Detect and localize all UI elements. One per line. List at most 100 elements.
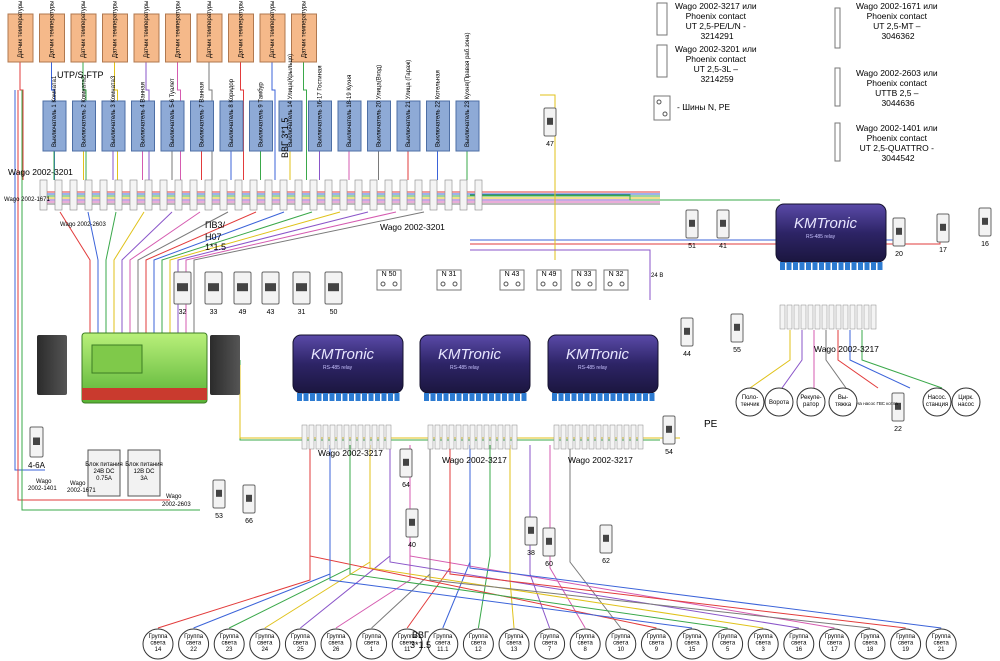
breaker-lever: [689, 219, 695, 227]
terminal-block: [434, 424, 441, 450]
kmt-terminal: [864, 262, 870, 270]
breaker-label: 51: [688, 243, 696, 250]
breaker-label: 62: [602, 558, 610, 565]
terminal-block: [219, 179, 228, 211]
breaker-17: 17: [936, 213, 950, 254]
breaker-label: 47: [546, 141, 554, 148]
sensor-box: [7, 13, 34, 63]
kmt-terminal: [303, 393, 309, 401]
group-circle: [213, 628, 245, 660]
sensor-4: Датчик температуры Туалет: [102, 0, 128, 63]
group-wire: [349, 445, 728, 629]
group-circle: [747, 628, 779, 660]
switch-label: Выключатель 16-17 Гостиная: [318, 65, 324, 147]
group-wire: [429, 445, 871, 629]
kmt-terminal: [649, 393, 655, 401]
kmt-sub: RS-485 relay: [806, 234, 836, 240]
sensor-1: Датчик температуры Комната 1: [7, 0, 34, 63]
terminal-block: [455, 424, 462, 450]
terminal-block: [324, 179, 333, 211]
terminal-block: [630, 424, 637, 450]
terminal-block: [427, 424, 434, 450]
breaker-55: 55: [730, 313, 744, 354]
load-wire: [861, 330, 943, 389]
kmt-terminal: [355, 393, 361, 401]
breaker-40: 40: [405, 508, 419, 549]
group-wire: [569, 445, 622, 629]
terminal-block: [863, 304, 870, 330]
breaker-label: 40: [408, 542, 416, 549]
plc-panel: [91, 344, 143, 374]
terminal-block: [849, 304, 856, 330]
n-box-5: N 33: [571, 269, 597, 291]
kmt-terminal: [610, 393, 616, 401]
terminal-block: [339, 179, 348, 211]
breaker-60: 60: [542, 527, 556, 568]
terminal-block: [567, 424, 574, 450]
kmt-terminal: [297, 393, 302, 401]
group-circle: [925, 628, 957, 660]
switch-label: Выключатель 4 Ванная: [141, 82, 147, 147]
group-circle: [783, 628, 815, 660]
n-box-label: N 33: [577, 271, 592, 278]
sensor-box: [259, 13, 286, 63]
terminal-block: [309, 179, 318, 211]
terminal-block: [308, 424, 315, 450]
breaker-41: 41: [716, 209, 730, 250]
switch-box: [426, 100, 450, 152]
sensor-label: Датчик температуры Коридор: [176, 0, 182, 58]
switch-box: [367, 100, 391, 152]
terminal-block: [301, 424, 308, 450]
plc-wire: [137, 211, 229, 333]
pe-label: PE: [704, 419, 718, 430]
kmt-terminal: [780, 262, 785, 270]
breaker-62: 62: [599, 524, 613, 565]
kmt-terminal: [329, 393, 335, 401]
kmt-terminal: [368, 393, 374, 401]
kmt-terminal: [845, 262, 850, 270]
kmt-terminal: [336, 393, 341, 401]
group-wire: [335, 445, 411, 629]
terminal-block: [469, 424, 476, 450]
terminal-block: [444, 179, 453, 211]
kmt-terminal: [877, 262, 883, 270]
breaker-lever: [666, 425, 672, 433]
kmt-terminal: [591, 393, 596, 401]
switch-11: Выключатель 18-19 Кухня: [337, 75, 362, 152]
switch-14: Выключатель 22 Котельная: [426, 70, 450, 152]
terminal-block: [294, 179, 303, 211]
terminal-block: [39, 179, 48, 211]
group-wire: [389, 445, 799, 629]
kmt-terminal: [394, 393, 400, 401]
breaker-38: 38: [524, 516, 538, 557]
terminal-block: [189, 179, 198, 211]
breaker-lever: [409, 518, 415, 526]
kmt-terminal: [469, 393, 475, 401]
kmt-terminal: [838, 262, 844, 270]
wago-left-label: Wago 2002-3201: [8, 167, 73, 177]
breaker-label: 33: [210, 309, 218, 316]
terminal-block: [821, 304, 828, 330]
breaker-lever: [603, 534, 609, 542]
sensor-5: Датчик температуры Ванная: [133, 0, 160, 63]
pv3-label-2: Н07: [205, 232, 222, 242]
legend-icon-bus: [653, 95, 671, 121]
terminal-block: [114, 179, 123, 211]
group-circle: [320, 628, 352, 660]
sensor-box: [102, 13, 128, 63]
switch-1: Выключатель 1 Комната1: [42, 75, 67, 152]
kmt-terminal: [515, 393, 520, 401]
terminal-block: [322, 424, 329, 450]
plc-wire: [113, 211, 145, 333]
sensor-box: [70, 13, 97, 63]
